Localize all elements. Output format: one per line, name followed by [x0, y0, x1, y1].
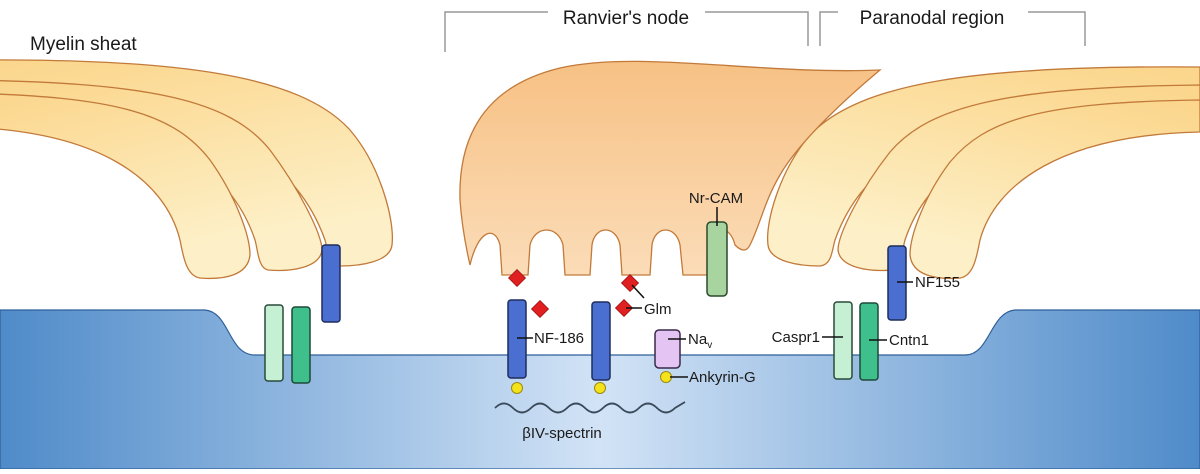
spectrin-wave — [494, 401, 686, 414]
cntn1-protein — [859, 302, 879, 381]
nav-label: Nav — [688, 331, 712, 351]
paranodal-region-label: Paranodal region — [860, 8, 1005, 29]
myelin-sheath-left — [0, 59, 394, 280]
nrcam-label: Nr-CAM — [689, 190, 743, 207]
myelin-lamella — [909, 99, 1200, 280]
myelin-sheath-label: Myelin sheat — [30, 34, 137, 55]
glm-leader-line — [626, 284, 645, 309]
paranodal-region-bracket — [819, 11, 1086, 46]
myelin-lamella — [0, 93, 251, 280]
nf155-protein-left — [321, 244, 341, 323]
ankyrin-g-dot — [511, 382, 523, 394]
caspr1-label: Caspr1 — [772, 329, 820, 346]
perinodal-glial-process — [459, 60, 882, 276]
nf155-label: NF155 — [915, 274, 960, 291]
glm-diamond — [530, 299, 550, 319]
ranvier-node-label: Ranvier's node — [563, 8, 689, 29]
nrcam-protein — [706, 221, 728, 297]
nf186-protein — [591, 301, 611, 381]
nf186-label: NF-186 — [534, 330, 584, 347]
ranvier-node-bracket — [444, 11, 809, 52]
spectrin-label: βIV-spectrin — [522, 425, 602, 442]
glm-label: Glm — [644, 301, 672, 318]
ankyrin-g-dot — [660, 371, 672, 383]
ankyrin-g-label: Ankyrin-G — [689, 369, 756, 386]
ankyrin-g-dot — [594, 382, 606, 394]
caspr1-protein-left — [264, 304, 284, 382]
gliomedin-markers — [507, 268, 640, 319]
nav-channel — [654, 329, 681, 369]
nf186-protein — [507, 299, 527, 379]
glm-diamond — [507, 268, 527, 288]
nf155-protein — [887, 245, 907, 321]
caspr1-protein — [833, 301, 853, 380]
cntn1-protein-left — [291, 306, 311, 384]
myelin-sheath-right — [766, 66, 1200, 280]
glm-diamond — [614, 298, 634, 318]
cntn1-label: Cntn1 — [889, 332, 929, 349]
